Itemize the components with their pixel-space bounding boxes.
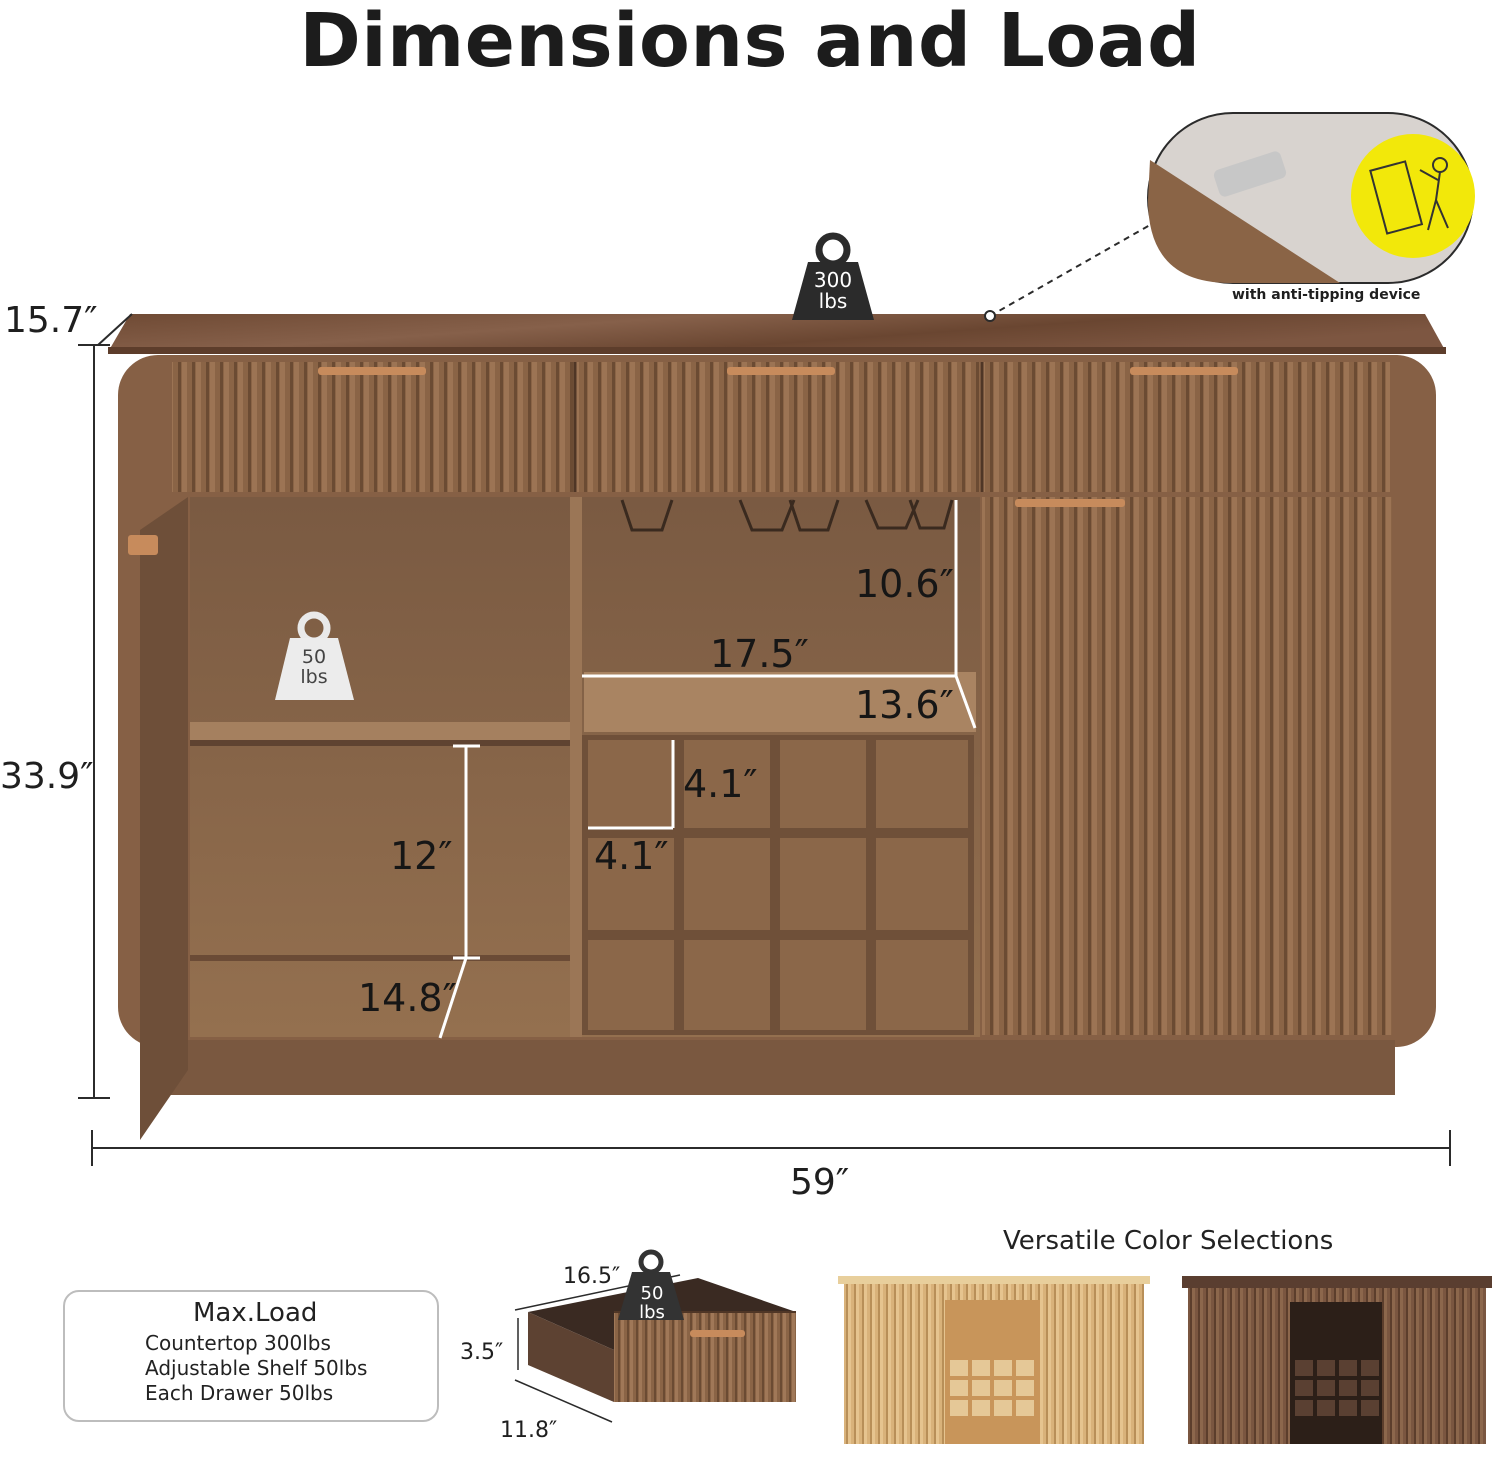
glass-holders xyxy=(620,499,954,532)
cabinet-plinth xyxy=(170,1040,1395,1095)
drawer-illustration xyxy=(514,1249,796,1423)
shelf-height-label: 12″ xyxy=(390,834,453,878)
top-load-unit: lbs xyxy=(818,289,848,313)
open-left-door xyxy=(140,497,188,1140)
drawer-height-label: 3.5″ xyxy=(460,1340,504,1365)
drawer-handle xyxy=(318,367,426,375)
shelf-load-label: 50 lbs xyxy=(285,646,343,688)
top-load-label: 300 lbs xyxy=(803,270,863,312)
adjustable-shelf xyxy=(190,722,570,740)
max-load-line: Adjustable Shelf 50lbs xyxy=(145,1356,368,1380)
drawer-load-value: 50 xyxy=(640,1283,664,1304)
wine-rack xyxy=(582,735,974,1035)
max-load-line: Countertop 300lbs xyxy=(145,1331,331,1355)
weight-icon-top xyxy=(792,232,874,320)
height-label: 33.9″ xyxy=(0,756,94,797)
anti-tip-pointer xyxy=(989,224,1151,317)
color-option-natural xyxy=(838,1276,1150,1444)
right-door xyxy=(982,497,1392,1035)
anti-tip-caption: with anti-tipping device xyxy=(1232,287,1421,303)
left-compartment xyxy=(190,497,570,1037)
max-load-title: Max.Load xyxy=(193,1298,318,1328)
drawer-load-label: 50 lbs xyxy=(624,1283,680,1323)
drawer-depth-label: 11.8″ xyxy=(500,1418,558,1443)
shelf-load-unit: lbs xyxy=(300,665,328,688)
page-title: Dimensions and Load xyxy=(299,0,1201,84)
drawer-width-label: 16.5″ xyxy=(563,1264,621,1289)
dimension-lines xyxy=(78,313,1451,1166)
cube-width-label: 4.1″ xyxy=(683,762,758,806)
middle-width-label: 17.5″ xyxy=(710,632,809,676)
color-selection-title: Versatile Color Selections xyxy=(1003,1226,1334,1256)
anti-tip-bubble xyxy=(1147,112,1475,284)
top-load-value: 300 xyxy=(813,268,853,292)
drawer-handle xyxy=(1130,367,1238,375)
glass-rack-height-label: 10.6″ xyxy=(855,562,954,606)
max-load-line: Each Drawer 50lbs xyxy=(145,1381,334,1405)
depth-label: 15.7″ xyxy=(4,300,98,341)
weight-icon-shelf xyxy=(275,611,354,700)
marble-countertop xyxy=(108,314,1446,352)
shelf-load-value: 50 xyxy=(301,646,327,668)
drawer-handle xyxy=(727,367,835,375)
max-load-panel xyxy=(63,1290,439,1422)
drawer-load-unit: lbs xyxy=(639,1301,665,1323)
shelf-depth-label: 14.8″ xyxy=(358,976,457,1020)
cube-height-label: 4.1″ xyxy=(594,834,669,878)
width-label: 59″ xyxy=(790,1162,850,1203)
color-option-marble xyxy=(1182,1276,1492,1444)
middle-depth-label: 13.6″ xyxy=(855,683,954,727)
top-drawers xyxy=(172,362,1390,492)
